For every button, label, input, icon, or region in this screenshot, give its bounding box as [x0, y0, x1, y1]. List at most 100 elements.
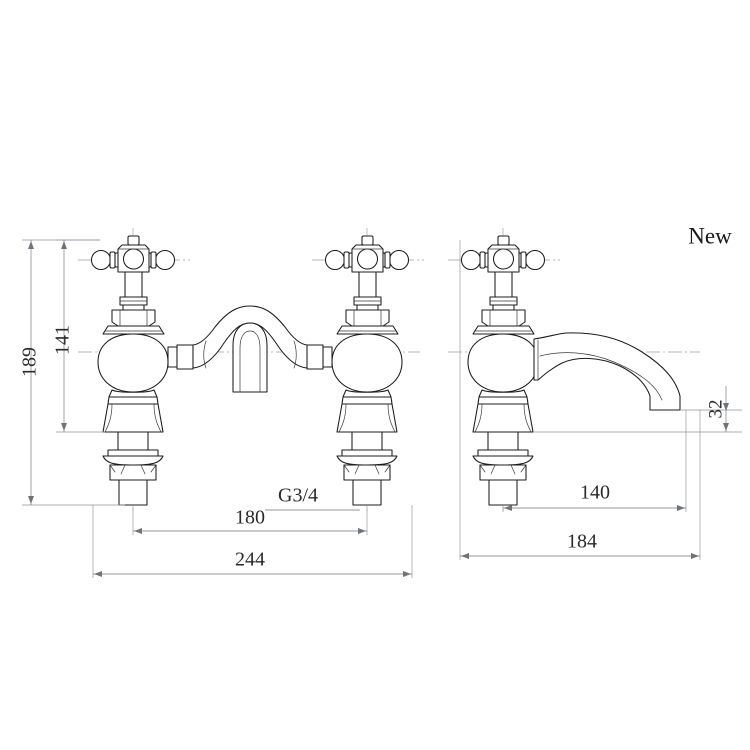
base-skirt-profile-right-2	[387, 403, 396, 433]
threaded-tail	[118, 479, 148, 506]
side-threaded-tail	[488, 479, 518, 506]
base-skirt-profile-left-2	[338, 403, 347, 433]
globe-body	[97, 333, 169, 393]
globe-lower-ring-a	[108, 389, 158, 398]
cross-handle-left-collar-a	[109, 251, 116, 269]
base-flange-2	[336, 455, 398, 466]
bridge-spout-outlet	[232, 322, 268, 393]
cross-handle-top-stub-2	[361, 235, 374, 246]
bridge-spout	[192, 305, 308, 369]
handle-collar-spacer-2	[356, 304, 379, 311]
globe-lower-ring-c-2	[341, 396, 393, 405]
curved-spout-centerbore	[539, 352, 663, 401]
bridge-spout-assembly	[167, 305, 333, 393]
dim-arrow-140-right	[677, 505, 685, 511]
base-skirt-2	[336, 403, 398, 433]
base-flange	[102, 455, 164, 466]
dim-arrow-140-left	[504, 505, 512, 511]
dim-label-141: 141	[52, 325, 74, 355]
side-cross-handle-right-collar-a	[520, 251, 527, 269]
dimension-side-overall-width-184: 184	[459, 240, 701, 560]
dim-arrow-141-top	[61, 241, 67, 249]
dim-arrow-184-right	[691, 553, 699, 559]
side-base-skirt-right	[523, 403, 532, 433]
handle-hex-nut	[111, 309, 156, 327]
dimension-spout-outlet-height-32: 32	[533, 386, 742, 433]
dim-arrow-32-bottom	[723, 423, 729, 431]
cross-handle-left-collar-a-2	[343, 251, 350, 269]
base-skirt-profile-left	[104, 403, 113, 433]
side-cross-handle-right-ball	[524, 249, 546, 271]
cross-handle-top-stub	[127, 235, 140, 246]
handle-hex-nut-2	[345, 309, 390, 327]
side-cross-handle-left-collar-a	[479, 251, 486, 269]
side-lock-nut	[479, 464, 527, 481]
globe-lower-ring-c	[107, 396, 159, 405]
lock-nut	[109, 464, 157, 481]
drawing-note-new: New	[688, 223, 732, 248]
cross-handle-left-ball-2	[324, 249, 346, 271]
dimension-handle-height-141: 141	[52, 239, 105, 433]
bridge-arch-detail-left	[203, 340, 207, 369]
side-cross-handle-top-stub	[497, 235, 510, 246]
side-base-flange	[472, 455, 534, 466]
dimension-overall-width-244: 244	[92, 505, 413, 578]
dim-arrow-189-bottom	[28, 496, 34, 504]
cross-handle-left-ball	[90, 249, 112, 271]
bridge-union-left-a	[167, 346, 178, 368]
handle-shroud	[102, 325, 165, 335]
cross-handle-right-collar-a-2	[384, 251, 391, 269]
threaded-tail-2	[352, 479, 382, 506]
front-view-left-tap	[90, 235, 176, 506]
side-handle-shroud	[472, 325, 535, 335]
dim-arrow-32-top	[723, 403, 729, 411]
handle-stem-2	[358, 271, 377, 298]
handle-shroud-2	[336, 325, 399, 335]
side-mounting-shank	[487, 431, 519, 451]
dim-label-189: 189	[19, 347, 41, 377]
dim-label-g34: G3/4	[278, 485, 318, 507]
side-handle-stem	[494, 271, 513, 298]
mounting-washer	[107, 449, 159, 457]
dim-arrow-141-bottom	[61, 423, 67, 431]
dimension-thread-spec-g34: G3/4	[265, 485, 360, 511]
lock-nut-facets	[109, 464, 157, 475]
dim-label-32: 32	[705, 400, 726, 419]
handle-stem	[124, 271, 143, 298]
side-lock-nut-facets	[479, 464, 527, 475]
side-cross-handle-left-ball	[460, 249, 482, 271]
base-skirt	[102, 403, 164, 433]
dim-label-140: 140	[580, 482, 610, 504]
globe-body-2	[331, 333, 403, 393]
dim-arrow-189-top	[28, 241, 34, 249]
side-globe-ring-a	[478, 389, 528, 398]
side-globe-ring-c	[477, 396, 529, 405]
dim-arrow-180-left	[134, 528, 142, 534]
bridge-spout-bore	[239, 330, 261, 393]
side-globe-body	[467, 333, 539, 393]
side-mounting-washer	[477, 449, 529, 457]
dimension-spout-reach-140: 140	[502, 410, 687, 512]
front-view-right-tap	[324, 235, 410, 506]
cross-handle-right-ball-2	[388, 249, 410, 271]
lock-nut-2	[343, 464, 391, 481]
side-view-tap	[460, 235, 681, 506]
bridge-arch-detail-right	[293, 340, 297, 369]
globe-lower-ring-a-2	[342, 389, 392, 398]
cross-handle-right-collar-a	[150, 251, 157, 269]
dim-label-184: 184	[567, 531, 597, 553]
mounting-shank	[117, 431, 149, 451]
dim-label-244: 244	[235, 549, 265, 571]
dim-arrow-244-right	[403, 571, 411, 577]
handle-collar-spacer	[122, 304, 145, 311]
bridge-union-left-b	[176, 344, 194, 370]
bridge-union-right-a	[322, 346, 333, 368]
mounting-shank-2	[351, 431, 383, 451]
dimension-tap-centres-180: 180	[132, 505, 368, 535]
curved-spout	[533, 332, 681, 411]
dim-arrow-184-left	[461, 553, 469, 559]
bridge-union-right-b	[306, 344, 324, 370]
dim-arrow-180-right	[358, 528, 366, 534]
side-handle-collar-spacer	[492, 304, 515, 311]
